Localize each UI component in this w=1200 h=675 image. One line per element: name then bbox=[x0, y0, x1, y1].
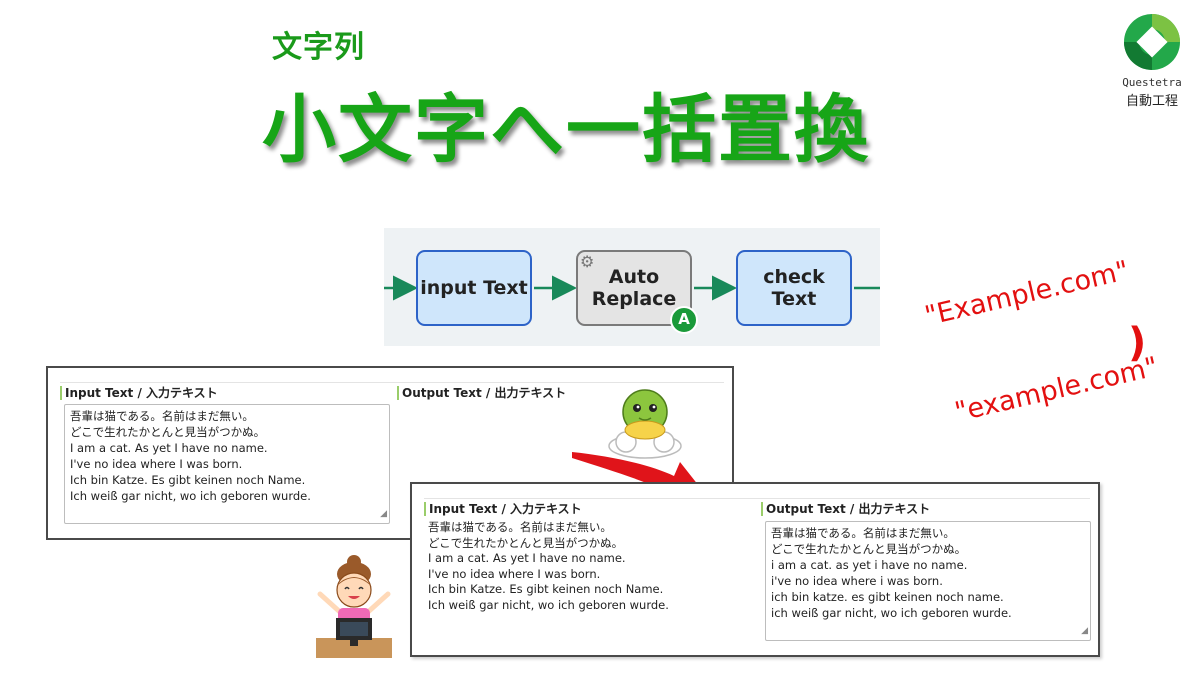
textarea-line: I've no idea where I was born. bbox=[70, 457, 243, 471]
node-input-text-label: input Text bbox=[420, 276, 528, 299]
questetra-logo-icon bbox=[1124, 14, 1180, 70]
textarea-line: i've no idea where i was born. bbox=[771, 574, 943, 588]
output-textarea[interactable]: 吾輩は猫である。名前はまだ無い。 どこで生れたかとんと見当がつかぬ。 i am … bbox=[765, 521, 1091, 641]
node-check-text-label: check Text bbox=[763, 265, 825, 310]
node-check-text[interactable]: check Text bbox=[736, 250, 852, 326]
textarea-line: どこで生れたかとんと見当がつかぬ。 bbox=[771, 542, 967, 556]
example-before: "Example.com" bbox=[922, 255, 1132, 333]
textarea-line: 吾輩は猫である。名前はまだ無い。 bbox=[70, 409, 254, 423]
value-line: Ich weiß gar nicht, wo ich geboren wurde… bbox=[428, 597, 669, 612]
output-text-label: Output Text / 出力テキスト bbox=[397, 386, 566, 400]
logo-name: Questetra bbox=[1122, 76, 1182, 89]
value-line: どこで生れたかとんと見当がつかぬ。 bbox=[428, 535, 624, 550]
node-auto-replace-line1: Auto bbox=[608, 265, 660, 288]
input-text-label: Input Text / 入力テキスト bbox=[424, 502, 582, 516]
transform-connector: ) bbox=[1128, 320, 1147, 366]
gear-icon: ⚙ bbox=[580, 252, 595, 271]
resize-grip-icon[interactable]: ◢ bbox=[1081, 626, 1088, 636]
textarea-line: I am a cat. As yet I have no name. bbox=[70, 441, 268, 455]
textarea-line: ich bin katze. es gibt keinen noch name. bbox=[771, 590, 1004, 604]
value-line: I am a cat. As yet I have no name. bbox=[428, 551, 626, 566]
value-line: Ich bin Katze. Es gibt keinen noch Name. bbox=[428, 582, 664, 597]
node-auto-replace-line2: Replace bbox=[591, 288, 677, 310]
workflow-diagram: input Text ⚙ Auto Replace A check Text bbox=[384, 228, 880, 346]
textarea-line: Ich bin Katze. Es gibt keinen noch Name. bbox=[70, 473, 306, 487]
flow-arrows bbox=[384, 275, 880, 301]
page-title: 小文字へ一括置換 bbox=[262, 87, 870, 173]
output-text-label: Output Text / 出力テキスト bbox=[761, 502, 930, 516]
turtle-mascot-icon bbox=[608, 389, 682, 459]
input-text-value: 吾輩は猫である。名前はまだ無い。 どこで生れたかとんと見当がつかぬ。 I am … bbox=[428, 520, 669, 614]
textarea-line: 吾輩は猫である。名前はまだ無い。 bbox=[771, 526, 955, 540]
panel-divider bbox=[424, 498, 1090, 499]
value-line: I've no idea where I was born. bbox=[428, 566, 601, 581]
node-auto-replace[interactable]: ⚙ Auto Replace A bbox=[576, 250, 698, 334]
textarea-line: ich weiß gar nicht, wo ich geboren wurde… bbox=[771, 606, 1012, 620]
automated-badge: A bbox=[670, 306, 698, 334]
textarea-line: Ich weiß gar nicht, wo ich geboren wurde… bbox=[70, 489, 311, 503]
node-input-text[interactable]: input Text bbox=[416, 250, 532, 326]
girl-at-computer-icon bbox=[316, 555, 392, 658]
resize-grip-icon[interactable]: ◢ bbox=[380, 509, 387, 519]
form-after-panel: Input Text / 入力テキスト Output Text / 出力テキスト… bbox=[410, 482, 1100, 657]
page-subtitle: 文字列 bbox=[272, 30, 365, 65]
textarea-line: i am a cat. as yet i have no name. bbox=[771, 558, 968, 572]
value-line: 吾輩は猫である。名前はまだ無い。 bbox=[428, 520, 612, 534]
node-auto-replace-label: Auto Replace bbox=[592, 266, 677, 311]
panel-divider bbox=[60, 382, 724, 383]
textarea-line: どこで生れたかとんと見当がつかぬ。 bbox=[70, 425, 266, 439]
input-textarea[interactable]: 吾輩は猫である。名前はまだ無い。 どこで生れたかとんと見当がつかぬ。 I am … bbox=[64, 404, 390, 524]
input-text-label: Input Text / 入力テキスト bbox=[60, 386, 218, 400]
example-after: "example.com" bbox=[952, 351, 1161, 429]
questetra-logo: Questetra 自動工程 bbox=[1112, 10, 1192, 110]
logo-subtitle: 自動工程 bbox=[1125, 94, 1178, 109]
